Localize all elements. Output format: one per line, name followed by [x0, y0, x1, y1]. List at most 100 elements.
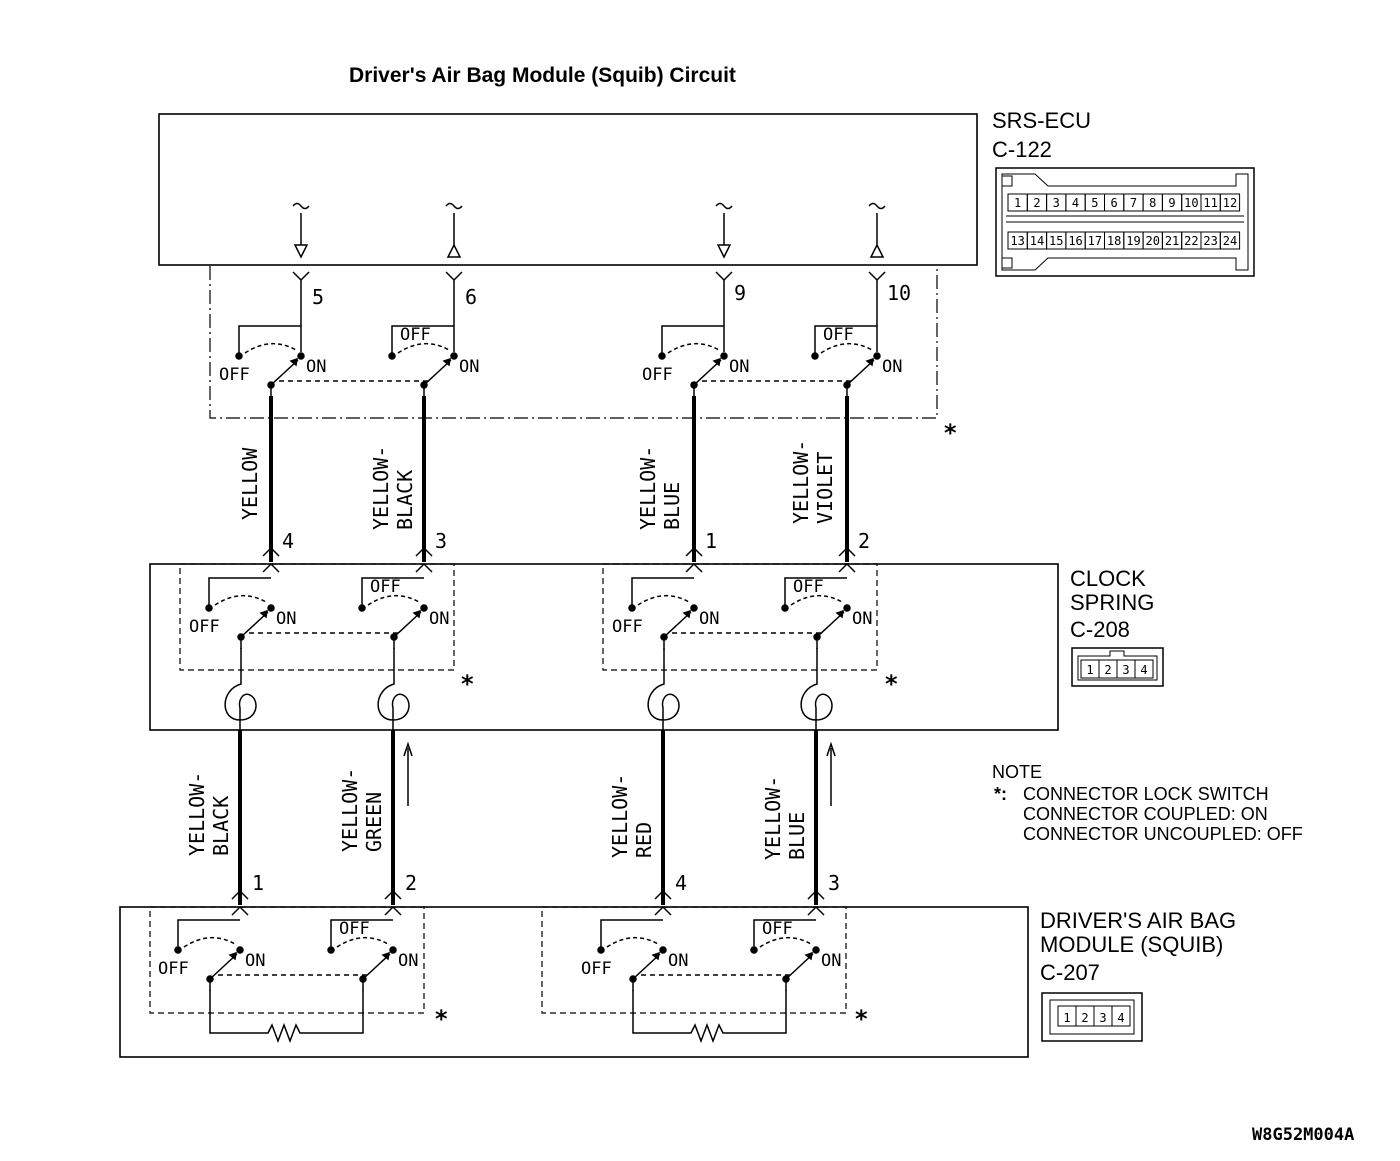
clock-left-switch-a-off-contact [205, 604, 213, 612]
ecu-terminal-5: 5 [312, 285, 324, 309]
ecu-right-switch-b-blade-tip [865, 357, 874, 367]
c122-pin-cell-12 [1219, 193, 1241, 212]
airbag-name-line2: MODULE (SQUIB) [1040, 932, 1223, 957]
clock-left-switch-a-blade-tip [259, 609, 268, 619]
c122-pin-17: 17 [1088, 234, 1102, 248]
note-line-1: CONNECTOR LOCK SWITCH [1023, 784, 1269, 804]
ecu-left-switch-b-travel-arc [397, 343, 450, 354]
clock-left-switch-b-off-lead [361, 577, 424, 608]
ecu-right-switch-b-pivot [843, 381, 851, 389]
ecu-right-switch-a-off-lead [661, 325, 724, 356]
clock-right-switch-b-off-label: OFF [793, 577, 824, 597]
clock-left-switch-a-on-contact [267, 604, 275, 612]
c207-pin-4: 4 [1117, 1011, 1124, 1025]
c122-pin-16: 16 [1068, 234, 1082, 248]
upper-wire-1-label: YELLOW [238, 447, 262, 520]
airbag-left-switch-a-off-contact [174, 946, 182, 954]
c207-pin-1: 1 [1063, 1011, 1070, 1025]
diagram-title: Driver's Air Bag Module (Squib) Circuit [349, 64, 736, 87]
airbag-left-switch-b-blade [362, 953, 391, 980]
clock-right-switch-b-travel-arc [790, 595, 843, 606]
note-heading: NOTE [992, 762, 1042, 782]
clock-spring-right-star: * [885, 670, 898, 698]
c208-pin-cell-4 [1134, 659, 1154, 679]
ecu-left-switch-a-off-label: OFF [219, 365, 250, 385]
c122-pin-4: 4 [1072, 196, 1079, 210]
c122-pin-19: 19 [1126, 234, 1140, 248]
ecu-left-switch-a-blade-tip [289, 357, 298, 367]
airbag-right-switch-b-off-contact [750, 946, 758, 954]
lower-wire-3-label: YELLOW-RED [608, 774, 656, 858]
clock-left-switch-b-blade [393, 611, 422, 638]
airbag-right-switch-b-blade-tip [804, 951, 813, 961]
ecu-left-switch-a-on-contact [297, 352, 305, 360]
airbag-left-switch-b-off-contact [327, 946, 335, 954]
c122-pin-18: 18 [1107, 234, 1121, 248]
squib-resistors [209, 990, 787, 1044]
ecu-right-switch-a-off-label: OFF [642, 365, 673, 385]
ecu-right-switch-b-off-label: OFF [823, 325, 854, 345]
ecu-right-switch-a-off-contact [658, 352, 666, 360]
c208-pin-4: 4 [1140, 663, 1147, 677]
clock-right-switch-b-off-contact [781, 604, 789, 612]
airbag-left-switch-a-off-label: OFF [158, 959, 189, 979]
c122-pin-10: 10 [1184, 196, 1198, 210]
airbag-right-switch-a-off-label: OFF [581, 959, 612, 979]
clock-right-switch-b-blade [816, 611, 845, 638]
airbag-terminal-3: 3 [828, 871, 840, 895]
clock-left-switch-b-pivot [390, 633, 398, 641]
clock-left-switch-b-travel-arc [367, 595, 420, 606]
clock-spring-coils [224, 648, 833, 730]
ecu-left-switch-b-on-label: ON [459, 357, 479, 377]
clock-spring-switch-region-left [179, 563, 455, 671]
ecu-left-switch-a-pivot [267, 381, 275, 389]
clock-spring-terminal-2: 2 [858, 529, 870, 553]
airbag-right-switch-b-on-label: ON [821, 951, 841, 971]
ecu-left-switch-b-off-contact [388, 352, 396, 360]
airbag-name-line1: DRIVER'S AIR BAG [1040, 908, 1236, 933]
c122-pin-12: 12 [1223, 196, 1237, 210]
c122-pin-13: 13 [1010, 234, 1024, 248]
airbag-right-switch-a-off-contact [597, 946, 605, 954]
c122-pin-1: 1 [1014, 196, 1021, 210]
airbag-right-switch-b-off-label: OFF [762, 919, 793, 939]
clock-left-switch-a-blade [240, 611, 269, 638]
airbag-right-switch-b-off-lead [753, 919, 816, 950]
airbag-left-switch-a-blade [209, 953, 238, 980]
airbag-module-box [119, 906, 1029, 1058]
ecu-left-switch-a-off-lead [238, 325, 301, 356]
ecu-internal-symbols [292, 202, 886, 352]
c122-pin-24: 24 [1223, 234, 1237, 248]
c122-pin-23: 23 [1203, 234, 1217, 248]
lower-wire-2-label: YELLOW-GREEN [338, 768, 386, 852]
airbag-right-switch-b-travel-arc [759, 937, 812, 948]
airbag-left-switch-b-pivot [359, 975, 367, 983]
airbag-right-star: * [855, 1005, 868, 1033]
airbag-right-switch-a-on-label: ON [668, 951, 688, 971]
ecu-left-switch-a-travel-arc [244, 343, 297, 354]
airbag-right-switch-a-blade-tip [651, 951, 660, 961]
ecu-right-switch-b-on-label: ON [882, 357, 902, 377]
clock-left-switch-a-off-label: OFF [189, 617, 220, 637]
ecu-right-switch-b-off-contact [811, 352, 819, 360]
airbag-left-switch-a-pivot [206, 975, 214, 983]
c122-pin-3: 3 [1053, 196, 1060, 210]
ecu-left-switch-b-pivot [420, 381, 428, 389]
clock-left-switch-b-off-contact [358, 604, 366, 612]
lower-wire-1-label: YELLOW-BLACK [185, 772, 233, 856]
airbag-right-switch-a-pivot [629, 975, 637, 983]
clock-left-switch-a-off-lead [208, 577, 271, 608]
c122-pin-8: 8 [1149, 196, 1156, 210]
clock-left-switch-b-on-contact [420, 604, 428, 612]
c122-pin-9: 9 [1168, 196, 1175, 210]
clock-spring-name-line1: CLOCK [1070, 566, 1146, 591]
clock-left-switch-a-on-label: ON [276, 609, 296, 629]
srs-ecu-name: SRS-ECU [992, 108, 1091, 133]
clock-right-switch-b-off-lead [784, 577, 847, 608]
